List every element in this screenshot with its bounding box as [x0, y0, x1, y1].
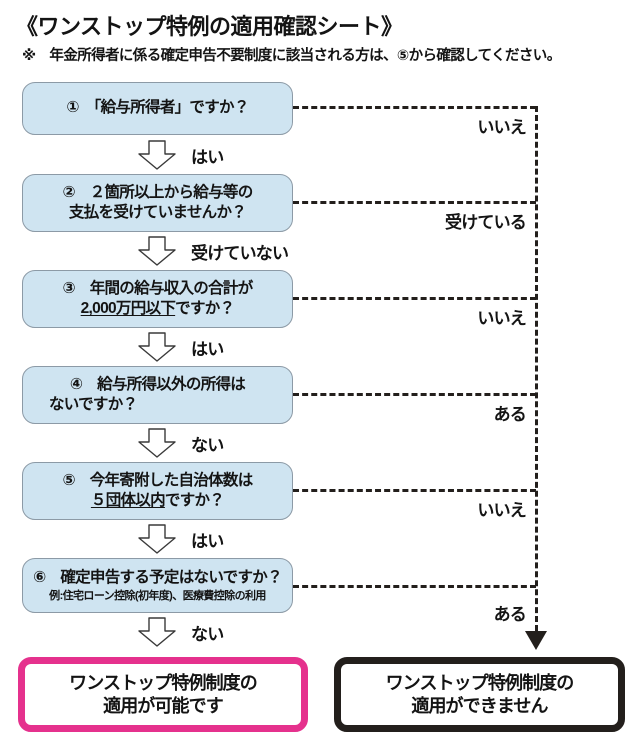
question-box-6: ⑥ 確定申告する予定はないですか？ 例:住宅ローン控除(初年度)、医療費控除の利…	[22, 558, 293, 613]
question-4-yes-label: ない	[191, 436, 224, 455]
flow-arrow-down-4	[138, 428, 176, 458]
result-not-eligible-line-2: 適用ができません	[411, 695, 548, 716]
question-5-underlined-count: ５団体以内	[90, 492, 166, 509]
branch-line-5	[293, 489, 536, 492]
branch-line-6	[293, 585, 536, 588]
question-6-yes-label: ない	[191, 625, 224, 644]
question-1-yes-label: はい	[191, 148, 224, 167]
question-box-5: ⑤ 今年寄附した自治体数は ５団体以内ですか？	[22, 462, 293, 520]
question-6-no-label: ある	[493, 605, 527, 624]
flow-arrow-down-2	[138, 236, 176, 266]
branch-line-4	[293, 393, 536, 396]
branch-line-2	[293, 201, 536, 204]
question-1-no-label: いいえ	[477, 118, 526, 137]
question-box-4: ④ 給与所得以外の所得は ないですか？	[22, 366, 293, 424]
question-2-no-label: 受けている	[445, 213, 527, 232]
question-2-line-2: 支払を受けていませんか？	[68, 204, 247, 221]
question-box-2: ② ２箇所以上から給与等の 支払を受けていませんか？	[22, 174, 293, 232]
question-6-line-1: ⑥ 確定申告する予定はないですか？	[33, 568, 282, 586]
flow-arrow-down-1	[138, 140, 176, 170]
page-title: 《ワンストップ特例の適用確認シート》	[16, 14, 403, 39]
branch-spine-arrowhead	[525, 631, 547, 650]
question-5-line-2-rest: ですか？	[164, 492, 225, 509]
result-not-eligible-line-1: ワンストップ特例制度の	[385, 673, 575, 693]
question-3-yes-label: はい	[191, 340, 224, 359]
question-box-3: ③ 年間の給与収入の合計が 2,000万円以下ですか？	[22, 270, 293, 328]
page-note: ※ 年金所得者に係る確定申告不要制度に該当される方は、⑤から確認してください。	[22, 48, 561, 64]
question-3-no-label: いいえ	[477, 309, 526, 328]
result-eligible-line-2: 適用が可能です	[103, 695, 224, 716]
question-3-line-2-rest: ですか？	[175, 300, 235, 317]
question-3-underlined-amount: 2,000万円以下	[80, 300, 176, 317]
result-box-eligible: ワンストップ特例制度の 適用が可能です	[18, 657, 308, 732]
result-eligible-line-1: ワンストップ特例制度の	[69, 673, 258, 693]
question-box-1: ① 「給与所得者」ですか？	[22, 82, 293, 135]
question-2-yes-label: 受けていない	[191, 244, 289, 263]
branch-line-3	[293, 297, 536, 300]
question-3-line-2: 2,000万円以下ですか？	[81, 299, 235, 319]
flow-arrow-down-6	[138, 617, 176, 647]
question-6-example-note: 例:住宅ローン控除(初年度)、医療費控除の利用	[49, 590, 266, 603]
result-box-not-eligible: ワンストップ特例制度の 適用ができません	[334, 657, 625, 732]
question-1-line-1: ① 「給与所得者」ですか？	[66, 99, 249, 117]
question-2-line-1: ② ２箇所以上から給与等の	[62, 183, 253, 201]
branch-line-1	[293, 106, 536, 109]
question-4-line-2: ないですか？	[49, 396, 138, 413]
question-5-line-1: ⑤ 今年寄附した自治体数は	[62, 471, 253, 489]
question-5-no-label: いいえ	[477, 501, 526, 520]
question-3-line-1: ③ 年間の給与収入の合計が	[62, 279, 253, 297]
question-5-line-2: ５団体以内ですか？	[90, 491, 225, 511]
question-4-no-label: ある	[493, 405, 527, 424]
flow-arrow-down-5	[138, 524, 176, 554]
branch-spine-vertical	[535, 106, 538, 631]
question-5-yes-label: はい	[191, 532, 224, 551]
question-4-line-1: ④ 給与所得以外の所得は	[69, 375, 246, 393]
flow-arrow-down-3	[138, 332, 176, 362]
